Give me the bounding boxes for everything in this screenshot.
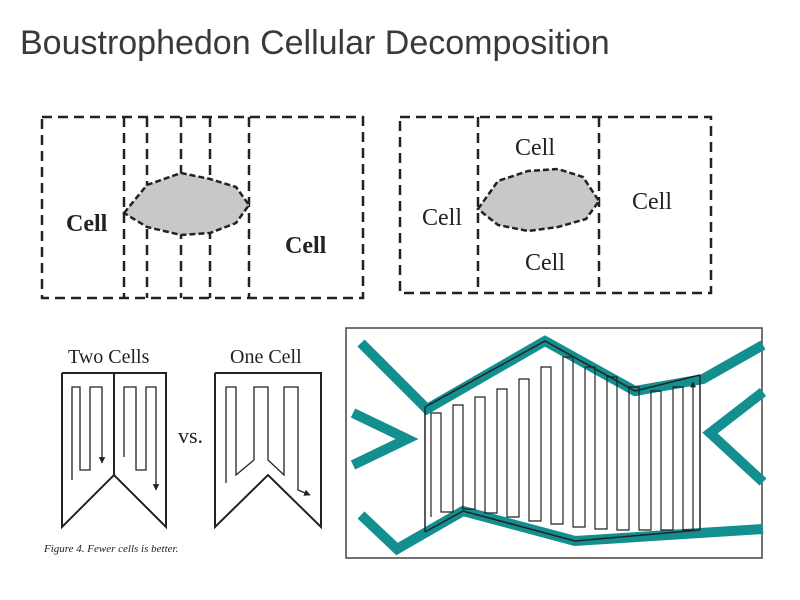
boustrophedon-sweep-diagram	[345, 327, 767, 559]
cell-label-right: Cell	[285, 233, 327, 259]
decomposition-many-cells-diagram: Cell Cell	[40, 115, 365, 300]
obstacle-shape	[476, 167, 601, 233]
cell-label-top: Cell	[515, 135, 555, 161]
cell-label-left: Cell	[66, 211, 108, 237]
one-cell-label: One Cell	[230, 346, 302, 368]
two-cells-label: Two Cells	[68, 346, 150, 368]
one-cell-path	[225, 386, 311, 496]
cell-label-bottom: Cell	[525, 250, 565, 276]
obstacle-shape	[122, 171, 251, 237]
cells-comparison-figure: Two Cells One Cell vs. Figure 4. Fewer c…	[43, 346, 322, 555]
cell-boundary	[424, 340, 701, 542]
cell-label-left: Cell	[422, 205, 462, 231]
one-cell-shape	[214, 372, 322, 530]
decomposition-boustrophedon-diagram: Cell Cell Cell Cell	[398, 115, 713, 295]
workspace-boundary	[398, 115, 713, 295]
slide-title: Boustrophedon Cellular Decomposition	[20, 24, 610, 62]
cell-label-right: Cell	[632, 189, 672, 215]
figure-caption: Figure 4. Fewer cells is better.	[43, 543, 178, 555]
teal-obstacle-right-wedge	[702, 388, 767, 486]
two-cells-shape	[61, 372, 167, 530]
two-cells-path	[71, 386, 160, 491]
vs-label: vs.	[178, 423, 203, 448]
workspace-boundary	[40, 115, 365, 300]
teal-obstacle-left-wedge	[350, 408, 419, 470]
sweep-path	[430, 356, 696, 531]
